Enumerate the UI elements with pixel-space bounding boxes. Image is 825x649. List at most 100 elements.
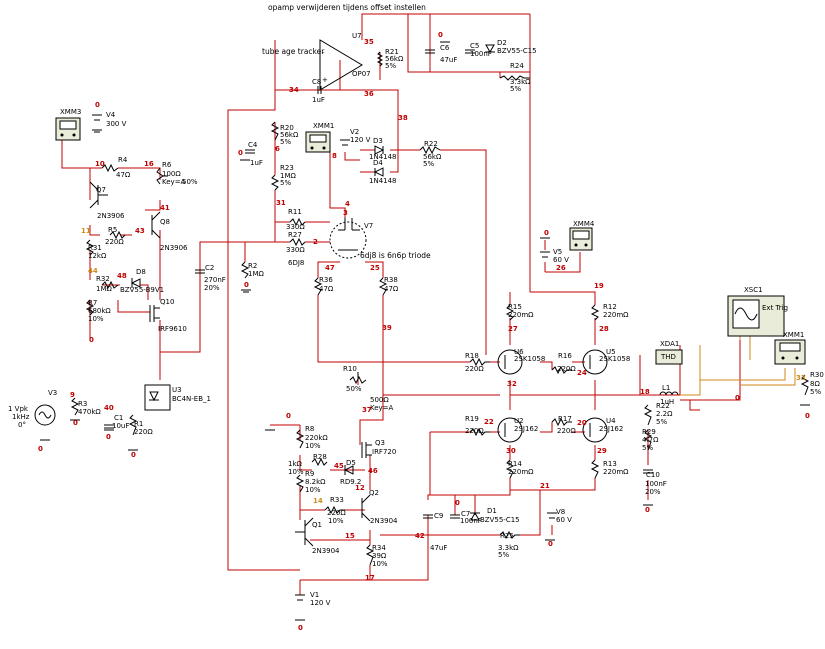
node-label: 15 (345, 532, 355, 540)
distortion-analyzer-xda1[interactable]: THD XDA1 (655, 340, 683, 365)
value-v4: 300 V (106, 120, 127, 128)
value-r38: 47Ω (384, 285, 399, 293)
value-v7: 6DJ8 (288, 259, 304, 267)
value-c1: 10uF (112, 422, 129, 430)
zener-d2: D2 BZV55-C15 (485, 39, 537, 55)
value-q1: 2N3904 (312, 547, 340, 555)
label-r34: R34 (372, 544, 386, 552)
multimeter-xmm3[interactable]: XMM3 (55, 108, 81, 141)
value-r21: 56kΩ (385, 55, 404, 63)
tol-r25: 5% (498, 551, 509, 559)
node-label: 0 (286, 412, 291, 420)
label-r30: R30 (810, 371, 824, 379)
value-r7: 680kΩ (88, 307, 111, 315)
multimeter-xmm1-a[interactable]: XMM1 (305, 122, 334, 153)
ground-symbol (241, 289, 251, 293)
node-label: 11 (81, 227, 91, 235)
value-c4: 1uF (250, 159, 263, 167)
xda-display: THD (660, 353, 676, 361)
resistor-r14: R14 220mΩ (505, 459, 534, 479)
value-r10: 500Ω (370, 396, 389, 404)
multimeter-xmm1-b[interactable]: XMM1 (774, 331, 806, 365)
value-c9: 47uF (430, 544, 447, 552)
key-r6: Key=A (162, 178, 186, 186)
node-label: 0 (95, 101, 100, 109)
resistor-r31: R31 12kΩ (85, 239, 107, 260)
node-label: 35 (364, 38, 374, 46)
multimeter-xmm4[interactable]: XMM4 (569, 220, 595, 251)
node-label: 0 (89, 336, 94, 344)
label-q8: Q8 (160, 218, 170, 226)
label-r3: R3 (78, 400, 87, 408)
value-c6: 47uF (440, 56, 457, 64)
label-c9: C9 (434, 512, 443, 520)
capacitor-c6: C6 47uF (425, 44, 457, 64)
value-v5: 60 V (553, 256, 569, 264)
value-d2: BZV55-C15 (497, 47, 537, 55)
label-r15: R15 (508, 303, 522, 311)
label-r33: R33 (330, 496, 344, 504)
label-l1: L1 (662, 384, 670, 392)
node-label: 0 (455, 499, 460, 507)
label-op07: OP07 (352, 70, 371, 78)
node-label: 28 (599, 325, 609, 333)
tol-r8: 10% (305, 442, 321, 450)
resistor-r29: R29 4.7Ω 5% (642, 428, 659, 452)
resistor-r21: R21 56kΩ 5% (376, 48, 404, 70)
label-d8: D8 (136, 268, 146, 276)
label-v8: V8 (556, 508, 565, 516)
label-d2: D2 (497, 39, 507, 47)
ground-symbols (40, 41, 810, 621)
value-r5: 220Ω (105, 238, 124, 246)
label-c6: C6 (440, 44, 450, 52)
label-r17: R17 (558, 415, 572, 423)
capacitor-c1: C1 10uF (104, 414, 129, 430)
label-r36: R36 (319, 276, 333, 284)
resistor-r19: R19 220Ω (465, 415, 490, 437)
label-r22-output: R22 (656, 402, 670, 410)
node-label: 45 (334, 462, 344, 470)
dc-source-v2: V2 120 V (340, 128, 371, 146)
resistor-r20: R20 56kΩ 5% (270, 121, 299, 146)
node-label: 27 (508, 325, 518, 333)
ac-source-v3: V3 1 Vpk 1kHz 0° (8, 389, 57, 429)
value-r8: 220kΩ (305, 434, 328, 442)
tol-c10: 20% (645, 488, 661, 496)
value-d4: 1N4148 (369, 177, 397, 185)
label-r32: R32 (96, 275, 110, 283)
label-r5: R5 (108, 226, 117, 234)
value-d3: 1N4148 (369, 153, 397, 161)
node-labels: 0 0 0 0 0 0 0 0 0 0 0 0 0 0 0 0 0 35 34 … (38, 31, 810, 632)
label-u4: U4 (606, 417, 616, 425)
xsc-ext-label: Ext Trig (762, 304, 788, 312)
resistor-r1: R1 220Ω (128, 414, 153, 436)
resistor-r23: R23 1MΩ 5% (270, 164, 296, 191)
label-c2: C2 (205, 264, 214, 272)
value-r22: 56kΩ (423, 153, 442, 161)
node-label: 40 (104, 404, 114, 412)
label-r16: R16 (558, 352, 572, 360)
oscilloscope-xsc1[interactable]: Ext Trig XSC1 (727, 286, 788, 337)
node-label: 0 (244, 281, 249, 289)
value-u2: 2SJ162 (514, 425, 538, 433)
value-v1: 120 V (310, 599, 331, 607)
resistor-r4: R4 47Ω (101, 156, 131, 179)
label-d1: D1 (487, 507, 497, 515)
value-u4: 2SJ162 (599, 425, 623, 433)
svg-text:+: + (322, 76, 328, 84)
value-r6: 100Ω (162, 170, 181, 178)
node-label: 0 (38, 445, 43, 453)
tol-c2: 20% (204, 284, 220, 292)
value-q8: 2N3906 (160, 244, 188, 252)
label-c8: C8 (312, 78, 321, 86)
node-label: 12 (355, 484, 365, 492)
optocoupler-u3: U3 BC4N-EB_1 (144, 384, 211, 411)
label-r10: R10 (343, 365, 357, 373)
annotation-triode-note: 6dj8 is 6n6p triode (360, 251, 431, 260)
percent-r6: 50% (182, 178, 198, 186)
transistor-q7: Q7 2N3906 (89, 181, 125, 220)
label-r29: R29 (642, 428, 656, 436)
value-r3: 470kΩ (78, 408, 101, 416)
percent-r10: 50% (346, 385, 362, 393)
resistor-r7: R7 680kΩ 10% (85, 299, 111, 323)
